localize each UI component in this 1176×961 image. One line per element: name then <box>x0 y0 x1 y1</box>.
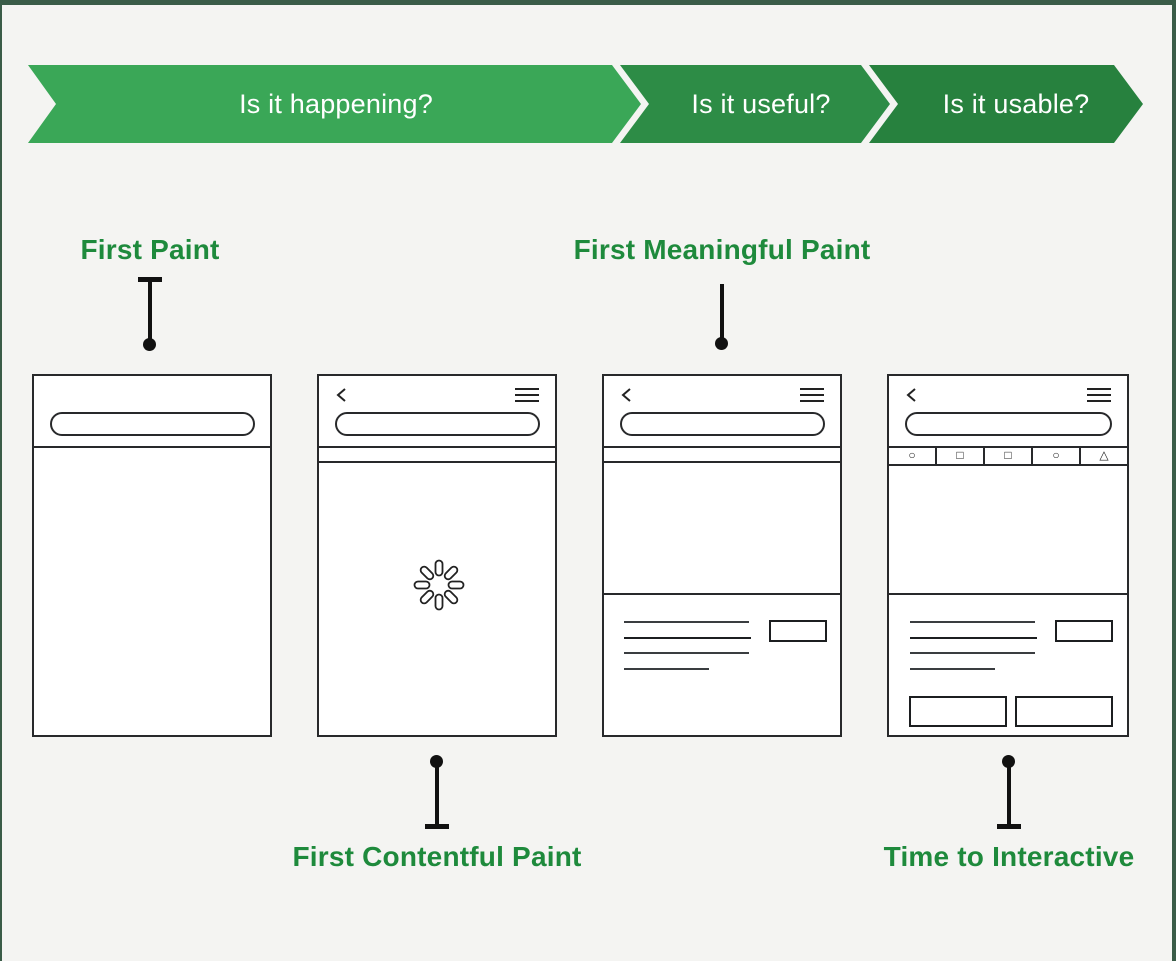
frame-border-right <box>1172 0 1176 961</box>
back-icon <box>620 387 632 408</box>
url-bar <box>335 412 540 436</box>
banner-label-is-it-happening: Is it happening? <box>239 89 433 119</box>
page-content-block <box>604 593 840 735</box>
frame-border-top <box>0 0 1176 5</box>
menu-icon <box>800 387 824 408</box>
connector-cap <box>997 824 1021 829</box>
back-icon <box>905 387 917 408</box>
skeleton-text-line <box>624 621 749 623</box>
circle-icon: ○ <box>889 448 937 464</box>
connector-line <box>435 762 439 826</box>
toolbar-band <box>604 448 840 463</box>
url-bar <box>905 412 1112 436</box>
phone-first-meaningful-paint <box>602 374 842 737</box>
banner-label-is-it-useful: Is it useful? <box>691 89 831 119</box>
connector-line <box>148 277 152 341</box>
label-first-meaningful-paint: First Meaningful Paint <box>573 234 871 265</box>
chevron-banner <box>28 65 1143 143</box>
browser-header <box>889 376 1127 448</box>
skeleton-text-line <box>910 621 1035 623</box>
url-bar <box>50 412 255 436</box>
square-icon: □ <box>985 448 1033 464</box>
connector-dot <box>715 337 728 350</box>
page-content-block <box>889 593 1127 735</box>
menu-icon <box>515 387 539 408</box>
browser-header <box>319 376 555 448</box>
menu-icon <box>1087 387 1111 408</box>
phone-time-to-interactive: ○ □ □ ○ △ <box>887 374 1129 737</box>
connector-dot <box>430 755 443 768</box>
label-first-contentful-paint: First Contentful Paint <box>292 841 582 872</box>
browser-header <box>34 376 270 448</box>
banner-label-is-it-usable: Is it usable? <box>942 89 1090 119</box>
chevron-shape-usable <box>869 65 1143 143</box>
skeleton-text-line <box>910 652 1035 654</box>
url-bar <box>620 412 825 436</box>
skeleton-text-line <box>910 668 995 670</box>
skeleton-text-line <box>624 668 709 670</box>
label-first-paint: First Paint <box>80 234 220 265</box>
button-placeholder <box>909 696 1007 727</box>
triangle-icon: △ <box>1099 448 1109 462</box>
skeleton-text-line <box>910 637 1037 639</box>
back-icon <box>335 387 347 408</box>
frame-border-left <box>0 0 2 961</box>
spinner-icon <box>411 557 467 613</box>
connector-cap <box>425 824 449 829</box>
circle-icon: ○ <box>1033 448 1081 464</box>
phone-first-contentful-paint <box>317 374 557 737</box>
toolbar-band <box>319 448 555 463</box>
phone-first-paint <box>32 374 272 737</box>
connector-dot <box>1002 755 1015 768</box>
chevron-shape-useful <box>620 65 890 143</box>
connector-line <box>1007 762 1011 826</box>
button-placeholder <box>1015 696 1113 727</box>
skeleton-text-line <box>624 652 749 654</box>
square-icon: □ <box>937 448 985 464</box>
connector-dot <box>143 338 156 351</box>
browser-header <box>604 376 840 448</box>
image-placeholder <box>769 620 827 642</box>
label-time-to-interactive: Time to Interactive <box>883 841 1135 872</box>
connector-line <box>720 284 724 341</box>
tab-bar: ○ □ □ ○ △ <box>889 448 1127 466</box>
skeleton-text-line <box>624 637 751 639</box>
image-placeholder <box>1055 620 1113 642</box>
chevron-shape-happening <box>28 65 641 143</box>
